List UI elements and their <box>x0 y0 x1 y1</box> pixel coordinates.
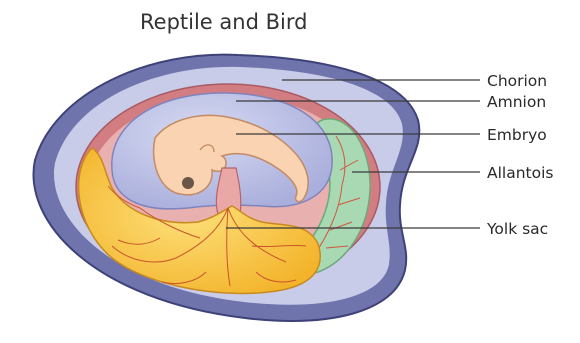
label-allantois: Allantois <box>487 164 553 182</box>
label-embryo: Embryo <box>487 126 547 144</box>
diagram-title: Reptile and Bird <box>140 10 307 34</box>
label-yolk-sac: Yolk sac <box>486 220 548 238</box>
label-amnion: Amnion <box>487 93 546 111</box>
label-chorion: Chorion <box>487 72 547 90</box>
embryo-eye <box>182 177 194 189</box>
